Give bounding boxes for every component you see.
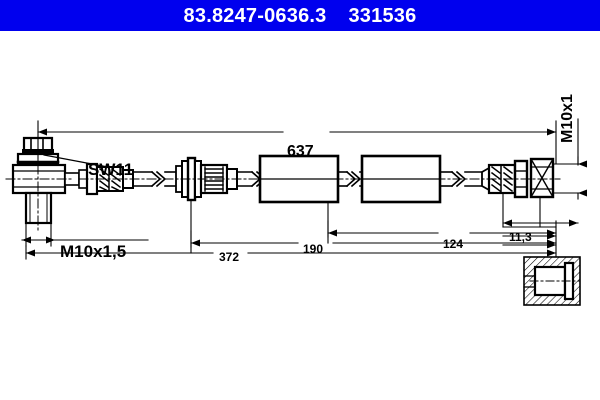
left-banjo-fitting — [11, 136, 80, 225]
right-end-fitting — [481, 157, 555, 199]
section-detail-female-thread — [502, 220, 581, 306]
dimension-637 — [37, 120, 557, 164]
label-dim-372: 372 — [219, 250, 240, 264]
dimension-m10x15 — [21, 222, 149, 247]
label-sw11: SW11 — [88, 160, 134, 179]
drawing-canvas — [5, 118, 587, 306]
label-dim-124: 124 — [443, 237, 464, 251]
dimension-113 — [502, 192, 579, 228]
header-text: 83.8247-0636.3 331536 — [184, 6, 417, 26]
reference-number: 331536 — [348, 4, 417, 27]
dimension-190 — [190, 201, 557, 248]
label-overall-length: 637 — [287, 143, 314, 160]
part-number: 83.8247-0636.3 — [183, 4, 327, 27]
technical-drawing: SW11 M10x1,5 637 M10x1 372 190 124 11,3 — [0, 31, 600, 400]
header-banner: 83.8247-0636.3 331536 — [0, 0, 600, 31]
label-dim-113: 11,3 — [509, 230, 532, 244]
label-dim-190: 190 — [303, 242, 324, 256]
dimension-124 — [327, 220, 557, 238]
dimension-m10x1 — [552, 118, 587, 200]
sw11-leader-line — [43, 154, 109, 168]
label-thread-right: M10x1 — [559, 94, 576, 143]
label-thread-left: M10x1,5 — [60, 242, 127, 261]
